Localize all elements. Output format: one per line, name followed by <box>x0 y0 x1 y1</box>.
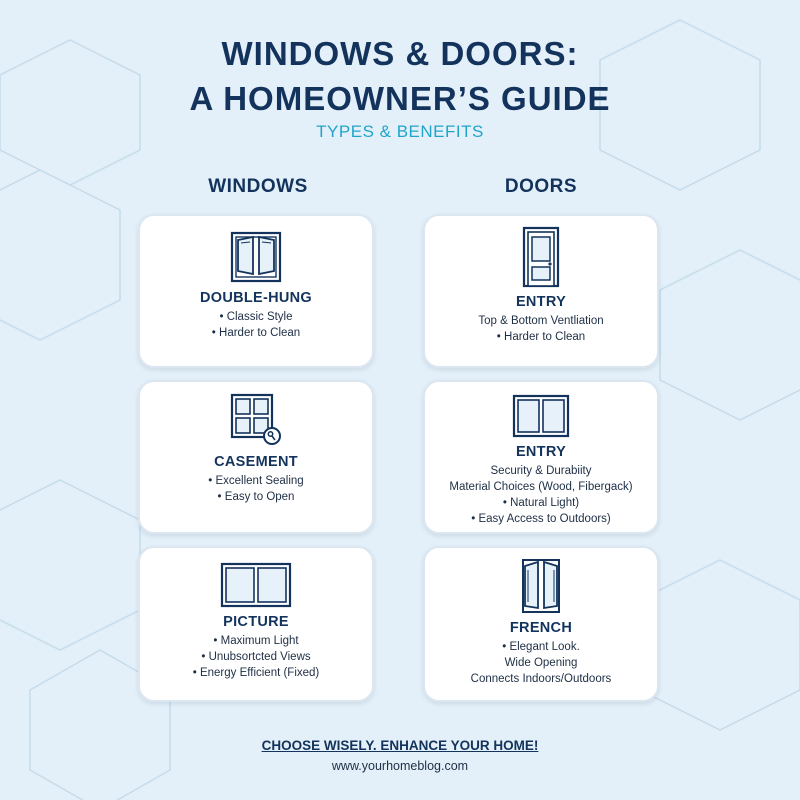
entry-door-icon <box>522 226 560 288</box>
window-benefits-list: • Maximum Light • Unubsortcted Views • E… <box>140 633 372 681</box>
doors-column-heading: DOORS <box>504 176 578 197</box>
door-card-french: FRENCH • Elegant Look. Wide Opening Conn… <box>423 546 659 702</box>
window-type-name: CASEMENT <box>214 454 298 470</box>
footer-website-url: www.yourhomeblog.com <box>331 759 469 773</box>
window-type-name: DOUBLE-HUNG <box>199 290 313 306</box>
window-benefits-list: • Classic Style • Harder to Clean <box>140 309 372 341</box>
benefit-item: Connects Indoors/Outdoors <box>470 673 612 685</box>
benefit-item: Top & Bottom Ventliation <box>478 315 604 327</box>
door-type-name: FRENCH <box>509 620 573 636</box>
benefit-item: Material Choices (Wood, Fibergack) <box>449 481 633 493</box>
benefit-item: • Energy Efficient (Fixed) <box>192 667 320 679</box>
window-card-picture: PICTURE • Maximum Light • Unubsortcted V… <box>138 546 374 702</box>
french-door-icon <box>522 559 560 613</box>
window-benefits-list: • Excellent Sealing • Easy to Open <box>140 473 372 505</box>
page-title-line-1: WINDOWS & DOORS: <box>221 35 579 72</box>
windows-column-heading: WINDOWS <box>208 176 308 197</box>
benefit-item: • Easy to Open <box>217 491 295 503</box>
benefit-item: • Harder to Clean <box>496 331 586 343</box>
door-type-name: ENTRY <box>515 294 567 310</box>
door-benefits-list: • Elegant Look. Wide Opening Connects In… <box>425 639 657 687</box>
page-subtitle: TYPES & BENEFITS <box>316 122 484 141</box>
door-benefits-list: Top & Bottom Ventliation • Harder to Cle… <box>425 313 657 345</box>
benefit-item: • Easy Access to Outdoors) <box>471 513 611 525</box>
door-card-entry-sliding: ENTRY Security & Durabiity Material Choi… <box>423 380 659 534</box>
grid-window-with-crank-icon <box>230 393 281 445</box>
benefit-item: • Classic Style <box>219 311 293 323</box>
benefit-item: • Elegant Look. <box>502 641 580 653</box>
open-window-icon <box>230 231 282 283</box>
benefit-item: Security & Durabiity <box>490 465 592 477</box>
sliding-door-icon <box>512 394 570 438</box>
benefit-item: • Unubsortcted Views <box>201 651 311 663</box>
benefit-item: • Maximum Light <box>213 635 299 647</box>
window-card-double-hung: DOUBLE-HUNG • Classic Style • Harder to … <box>138 214 374 368</box>
window-card-casement: CASEMENT • Excellent Sealing • Easy to O… <box>138 380 374 534</box>
page-title-line-2: A HOMEOWNER’S GUIDE <box>189 80 611 117</box>
benefit-item: • Excellent Sealing <box>208 475 304 487</box>
door-card-entry: ENTRY Top & Bottom Ventliation • Harder … <box>423 214 659 368</box>
benefit-item: • Natural Light) <box>502 497 580 509</box>
picture-window-icon <box>220 562 292 608</box>
footer-call-to-action: CHOOSE WISELY. ENHANCE YOUR HOME! <box>261 738 539 753</box>
door-type-name: ENTRY <box>515 444 567 460</box>
benefit-item: Wide Opening <box>504 657 578 669</box>
benefit-item: • Harder to Clean <box>211 327 301 339</box>
window-type-name: PICTURE <box>223 614 289 630</box>
door-benefits-list: Security & Durabiity Material Choices (W… <box>425 463 657 527</box>
